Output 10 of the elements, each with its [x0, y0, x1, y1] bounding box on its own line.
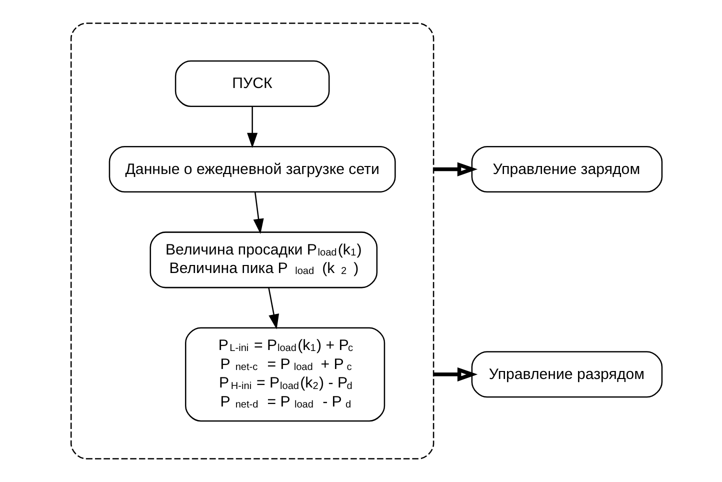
arrow [433, 367, 478, 382]
arrow [433, 162, 478, 176]
arrow [246, 106, 258, 148]
node-box: Управление зарядом [470, 146, 662, 193]
cluster [70, 22, 434, 460]
node-box: ПУСК [174, 60, 330, 107]
node-box: Данные о ежедневной загрузке сети [108, 146, 396, 193]
arrow [252, 192, 264, 234]
node-box: Управление разрядом [470, 351, 662, 398]
arrow [268, 288, 279, 330]
